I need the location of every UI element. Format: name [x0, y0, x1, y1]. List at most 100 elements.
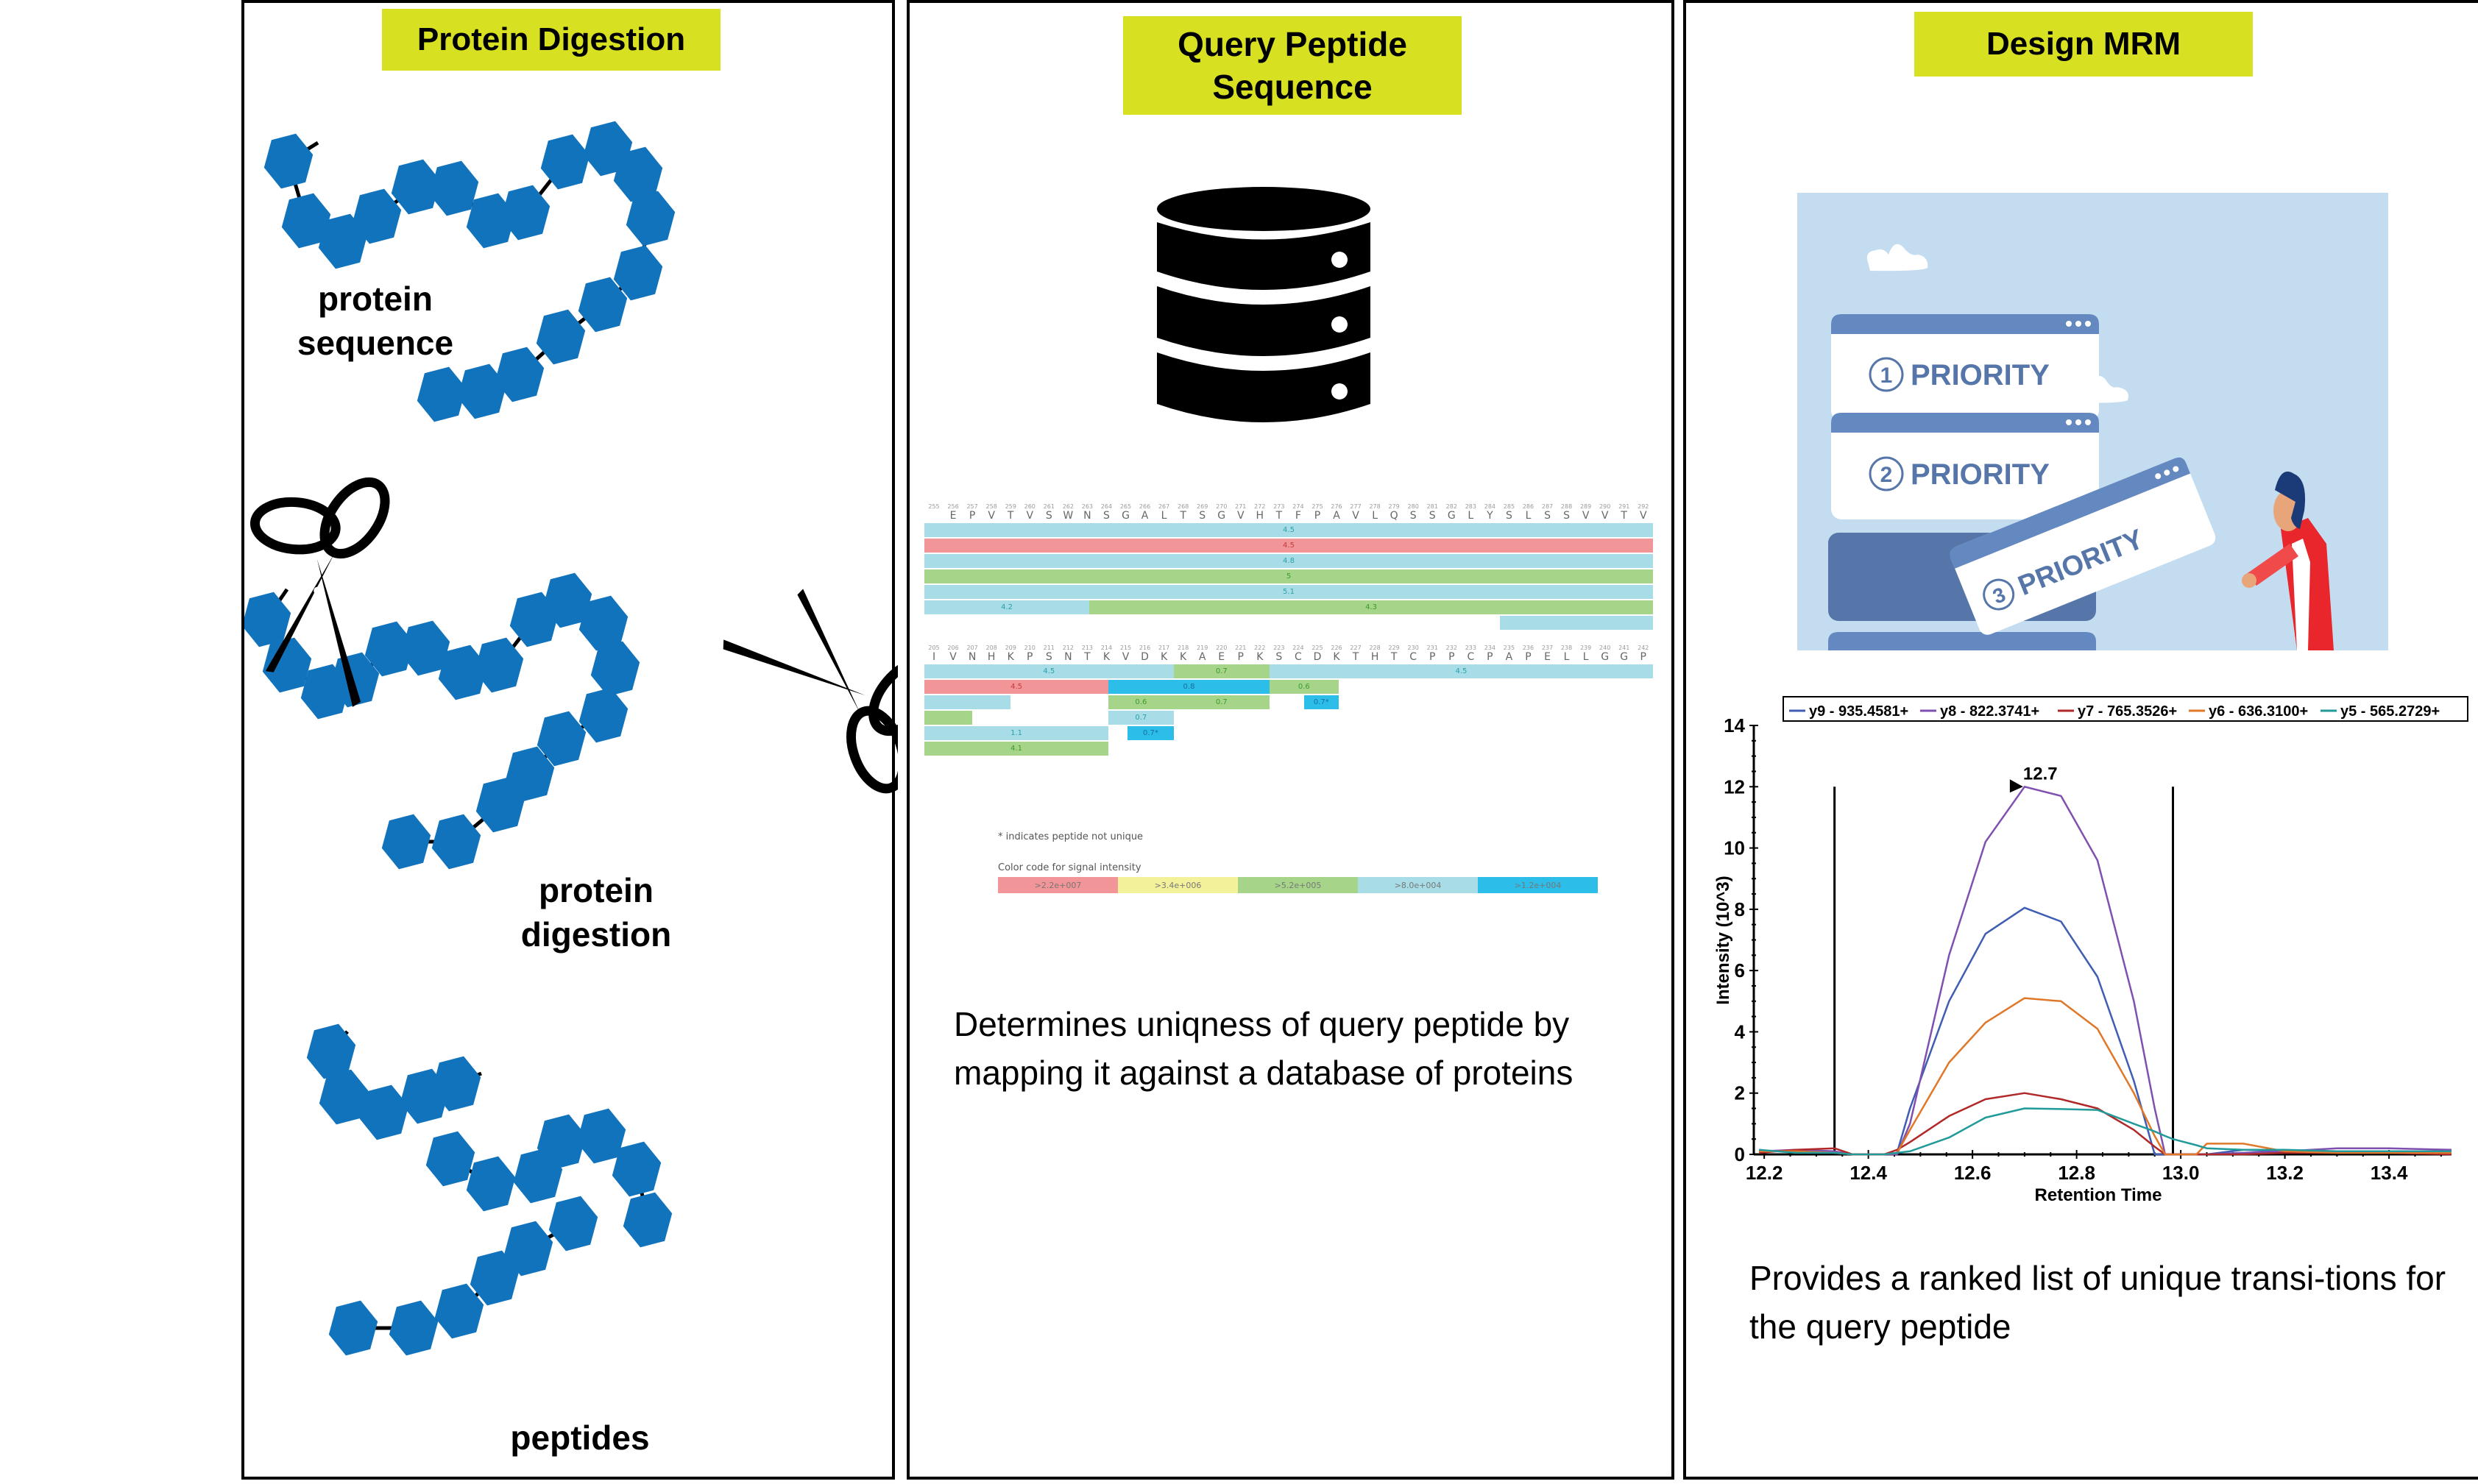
peptide-bar[interactable]: 1.1 — [924, 726, 1109, 740]
peptide-bar[interactable]: 0.7* — [1128, 726, 1174, 740]
residue-letter: S — [1103, 510, 1110, 522]
residue-letter: S — [1045, 510, 1052, 522]
position-number: 231 — [1426, 645, 1438, 651]
position-number: 216 — [1139, 645, 1151, 651]
position-number: 213 — [1081, 645, 1094, 651]
peptide-bar[interactable]: 4.5 — [924, 523, 1653, 537]
position-number: 291 — [1618, 503, 1630, 510]
residue-letter: V — [1122, 651, 1130, 663]
position-number: 215 — [1119, 645, 1132, 651]
residue-letter: K — [1333, 651, 1340, 663]
series-line-y5[interactable] — [1758, 1107, 2452, 1156]
amino-acid-residue-icon — [417, 366, 467, 422]
residue-letter: K — [1180, 651, 1187, 663]
panel-title-protein-digestion: Protein Digestion — [382, 9, 721, 71]
position-number: 259 — [1005, 503, 1016, 510]
residue-letter: K — [1102, 651, 1111, 663]
series-line-y7[interactable] — [1758, 1092, 2452, 1156]
peptide-bar[interactable]: 0.7 — [1108, 711, 1174, 725]
residue-letter: T — [1275, 510, 1283, 522]
position-number: 275 — [1311, 503, 1323, 510]
amino-acid-residue-icon — [391, 159, 441, 215]
series-line-y6[interactable] — [1759, 997, 2452, 1156]
residue-letter: F — [1295, 510, 1301, 522]
peptide-bar[interactable]: 0.7* — [1303, 695, 1339, 709]
legend-entry[interactable]: y6 - 636.3100+ — [2209, 703, 2308, 720]
peptide-bar[interactable]: 0.7 — [1173, 664, 1270, 678]
residue-letter: T — [1084, 651, 1091, 663]
person-icon — [2242, 471, 2334, 650]
residue-letter: L — [1468, 510, 1474, 522]
amino-acid-residue-icon — [457, 363, 507, 419]
peptide-bar[interactable] — [1499, 616, 1653, 630]
residue-letter: G — [1447, 510, 1456, 522]
peptide-bar[interactable]: 0.8 — [1108, 680, 1270, 694]
y-tick-label: 10 — [1724, 837, 1745, 859]
residue-letter: T — [1352, 651, 1359, 663]
peptide-bar[interactable]: 4.5 — [924, 664, 1174, 678]
residue-letter: D — [1313, 651, 1322, 663]
legend-entry[interactable]: y8 - 822.3741+ — [1940, 703, 2039, 720]
priority-card-2: 2 PRIORITY — [1831, 413, 2099, 519]
series-line-y9[interactable] — [1759, 906, 2452, 1156]
peptide-bar[interactable] — [924, 711, 973, 725]
position-number: 239 — [1579, 645, 1592, 651]
y-tick-label: 0 — [1735, 1143, 1745, 1165]
color-legend-item: >3.4e+006 — [1118, 877, 1238, 893]
peptide-bar[interactable]: 5.1 — [924, 585, 1653, 599]
peptide-bar[interactable]: 5 — [924, 569, 1653, 583]
peptide-bar[interactable]: 4.8 — [924, 554, 1653, 568]
protein-digestion-panel: Protein Digestion protein sequence prote… — [241, 0, 898, 1480]
position-number: 229 — [1388, 645, 1400, 651]
peptide-bar[interactable]: 4.1 — [924, 742, 1109, 756]
position-number: 278 — [1369, 503, 1381, 510]
amino-acid-residue-icon — [466, 1156, 516, 1212]
amino-acid-residue-icon — [542, 572, 592, 628]
residue-letter: H — [987, 651, 996, 663]
position-number: 205 — [928, 645, 940, 651]
position-number: 262 — [1062, 503, 1074, 510]
position-number: 280 — [1407, 503, 1419, 510]
amino-acid-residue-icon — [590, 641, 640, 697]
legend-entry[interactable]: y7 - 765.3526+ — [2078, 703, 2177, 720]
peptide-bar[interactable]: 4.5 — [1269, 664, 1653, 678]
residue-letter: G — [1601, 651, 1610, 663]
residue-letter: W — [1063, 510, 1074, 522]
peptide-bar[interactable]: 4.3 — [1089, 600, 1653, 614]
legend-entry[interactable]: y5 - 565.2729+ — [2340, 703, 2440, 720]
amino-acid-residue-icon — [330, 652, 380, 708]
label-peptides: peptides — [510, 1419, 649, 1457]
y-tick-label: 14 — [1724, 714, 1745, 736]
color-legend-item: >8.0e+004 — [1358, 877, 1478, 893]
protein-sequence-chain — [263, 121, 676, 422]
position-number: 282 — [1445, 503, 1457, 510]
residue-letter: P — [1525, 651, 1532, 663]
residue-letter: P — [1237, 651, 1244, 663]
x-tick-label: 12.4 — [1849, 1162, 1887, 1184]
color-legend-item: >2.2e+007 — [998, 877, 1118, 893]
svg-text:1: 1 — [1880, 363, 1893, 388]
legend-entry[interactable]: y9 - 935.4581+ — [1809, 703, 1908, 720]
peptide-bar[interactable]: 4.5 — [924, 680, 1109, 694]
residue-letter: V — [1026, 510, 1034, 522]
peptide-bar[interactable]: 0.7 — [1173, 695, 1270, 709]
position-number: 242 — [1638, 645, 1649, 651]
peptide-bar[interactable] — [924, 695, 1011, 709]
residue-letter: A — [1505, 651, 1513, 663]
peptide-bar[interactable]: 0.6 — [1269, 680, 1339, 694]
svg-text:PRIORITY: PRIORITY — [1911, 458, 2050, 491]
residue-letter: N — [1064, 651, 1072, 663]
peptide-bar[interactable]: 0.6 — [1108, 695, 1174, 709]
series-line-y8[interactable] — [1759, 786, 2452, 1156]
peptide-bar[interactable]: 4.5 — [924, 539, 1653, 553]
position-number: 206 — [947, 645, 959, 651]
amino-acid-residue-icon — [328, 1300, 378, 1356]
amino-acid-residue-icon — [431, 814, 481, 870]
peak-annotation-label: 12.7 — [2023, 764, 2058, 784]
peptide-bar[interactable]: 4.2 — [924, 600, 1090, 614]
residue-letter: P — [1429, 651, 1436, 663]
